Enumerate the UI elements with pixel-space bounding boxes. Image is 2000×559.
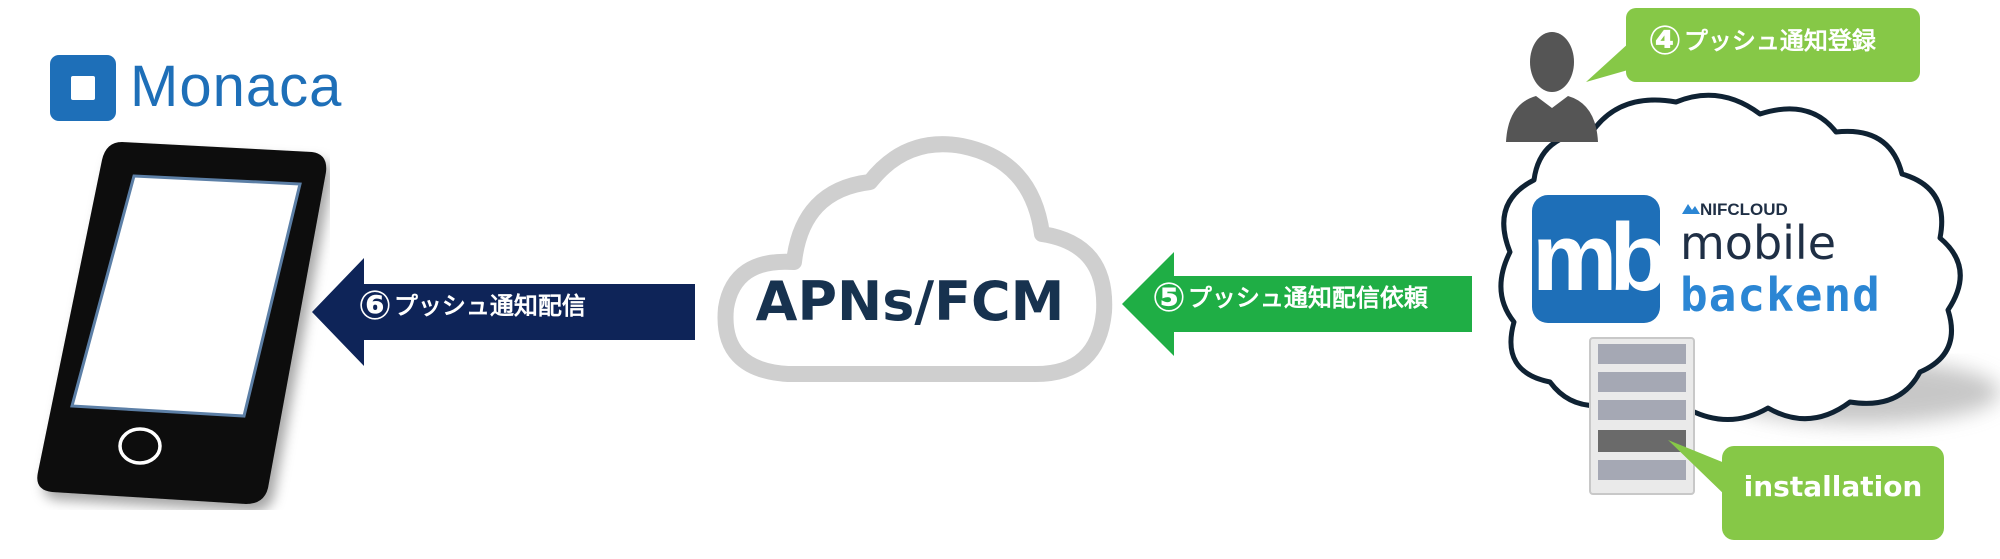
mobile-backend-tile: mb bbox=[1532, 195, 1668, 323]
step-4-number: ④ bbox=[1648, 18, 1682, 64]
cloud-icon bbox=[717, 136, 1113, 382]
step-6-number: ⑥ bbox=[358, 283, 392, 329]
request-arrow-label: ⑤プッシュ通知配信依頼 bbox=[1152, 275, 1428, 321]
nifcloud-label: NIFCLOUD bbox=[1700, 200, 1788, 219]
step-5-text: プッシュ通知配信依頼 bbox=[1187, 284, 1428, 312]
monaca-logo: Monaca bbox=[50, 54, 370, 125]
installation-label: installation bbox=[1743, 470, 1923, 503]
mobile-word: mobile bbox=[1680, 216, 1837, 270]
backend-word: backend bbox=[1680, 268, 1881, 322]
register-callout bbox=[1586, 8, 1920, 82]
monaca-mark-icon bbox=[50, 55, 116, 121]
cloud-label: APNs/FCM bbox=[755, 270, 1065, 333]
nifcloud-mark-icon bbox=[1682, 204, 1700, 214]
smartphone-icon bbox=[37, 142, 327, 504]
delivery-arrow-label: ⑥プッシュ通知配信 bbox=[358, 283, 586, 329]
monaca-wordmark: Monaca bbox=[130, 54, 343, 119]
step-6-text: プッシュ通知配信 bbox=[393, 292, 586, 320]
installation-callout bbox=[1668, 440, 1944, 540]
person-icon bbox=[1506, 32, 1598, 142]
step-4-text: プッシュ通知登録 bbox=[1683, 27, 1876, 55]
register-callout-label: ④プッシュ通知登録 bbox=[1648, 18, 1876, 64]
delivery-arrow bbox=[312, 258, 695, 366]
request-arrow bbox=[1122, 252, 1472, 356]
mb-mark: mb bbox=[1532, 204, 1668, 311]
server-icon bbox=[1589, 337, 1695, 495]
step-5-number: ⑤ bbox=[1152, 275, 1186, 321]
